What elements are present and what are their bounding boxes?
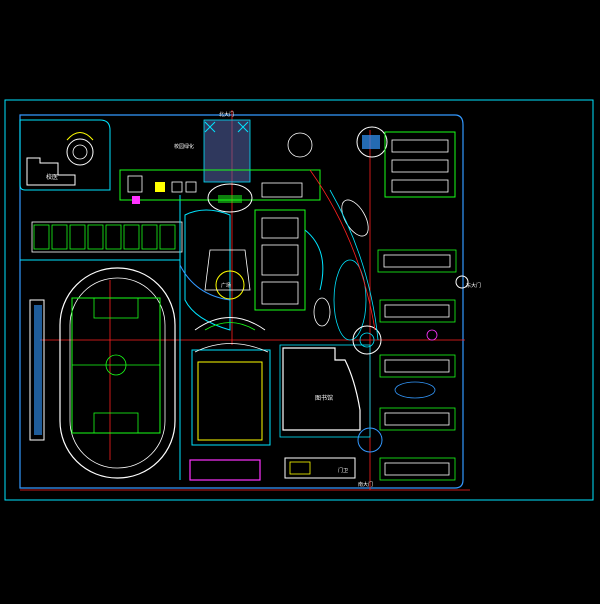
central-square: 广场	[179, 209, 266, 331]
bleachers	[29, 299, 45, 441]
clinic-label: 校医	[46, 173, 58, 181]
sports-field	[59, 267, 176, 479]
north-gate-label: 北大门	[219, 111, 234, 118]
east-gate-label: 东大门	[466, 282, 481, 289]
library-label: 图书馆	[315, 394, 333, 402]
clinic-area: 校医	[19, 119, 111, 191]
square-label: 广场	[221, 282, 231, 289]
north-gate-plaza: 北大门 校园绿化	[174, 111, 251, 183]
bottom-buildings: 门卫 南大门	[189, 457, 373, 488]
library: 图书馆	[279, 344, 371, 438]
gate-label: 门卫	[338, 467, 348, 474]
site-boundary	[19, 114, 464, 489]
middle-building-complex	[254, 209, 331, 327]
south-gate-label: 南大门	[358, 481, 373, 488]
northeast-canteen	[287, 126, 456, 198]
drawing-frame	[4, 99, 594, 501]
gymnasium	[191, 343, 271, 446]
east-dormitories	[377, 249, 457, 481]
roundabout	[352, 325, 383, 453]
leaf-gardens	[333, 199, 369, 341]
tree-plot-row	[31, 221, 183, 253]
greening-label: 校园绿化	[174, 143, 194, 150]
east-gate: 东大门	[455, 275, 481, 289]
diagonal-axis	[309, 169, 376, 331]
diagonal-road	[329, 189, 379, 341]
